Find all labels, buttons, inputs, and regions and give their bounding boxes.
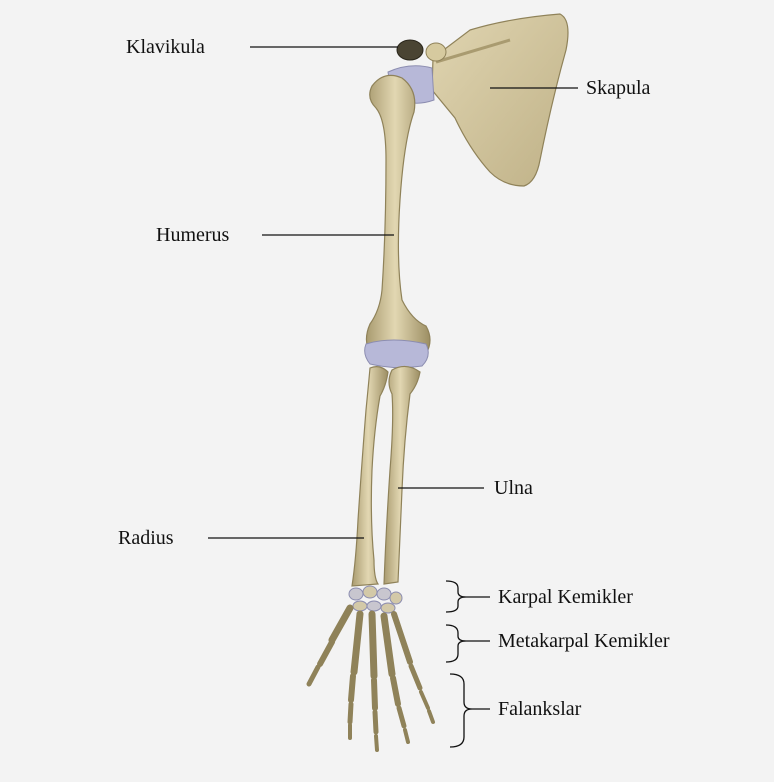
label-metacarpals: Metakarpal Kemikler	[498, 629, 670, 653]
label-phalanges: Falankslar	[498, 697, 581, 721]
label-humerus: Humerus	[156, 223, 229, 247]
label-ulna: Ulna	[494, 476, 533, 500]
label-scapula: Skapula	[586, 76, 650, 100]
elbow-cartilage	[365, 340, 429, 368]
label-radius: Radius	[118, 526, 174, 550]
label-carpals: Karpal Kemikler	[498, 585, 633, 609]
label-clavicle: Klavikula	[126, 35, 205, 59]
acromion	[426, 43, 446, 61]
clavicle-bone	[397, 40, 423, 60]
